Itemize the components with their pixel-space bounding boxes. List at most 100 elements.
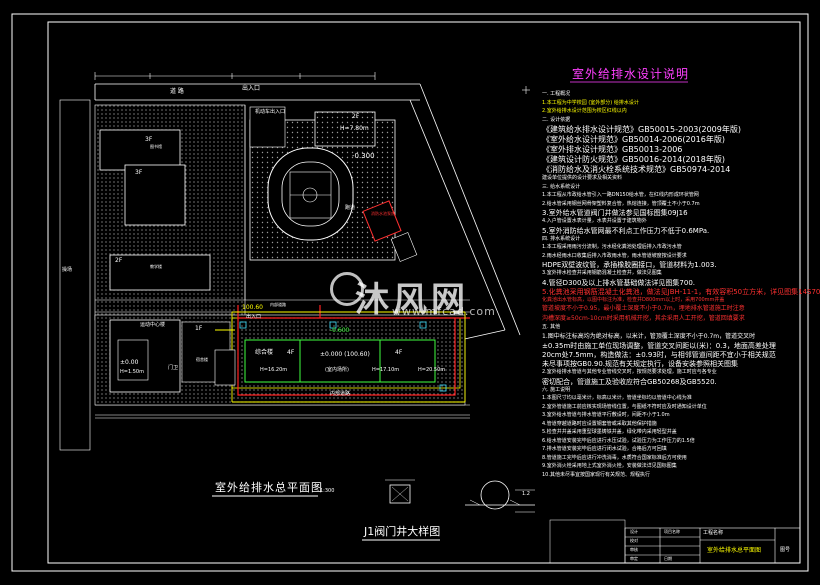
note-line: 2.室外给排水管道与其他专业管线交叉时，按规范要求处理，施工时应与各专业 <box>542 369 717 375</box>
note-line: 2.雨水经雨水口收集后排入市政雨水管，雨水管道坡度按设计要求 <box>542 252 687 259</box>
label-level-0600: -0.600 <box>330 327 350 334</box>
outer-frame <box>11 13 809 572</box>
note-line: ±0.35m时由施工单位现场调整，管道交叉间距以(米)：0.3，地面高差处理 <box>542 342 776 350</box>
note-line: 建设单位提供的设计要求及相关资料 <box>542 175 623 181</box>
label-gate-house: 门卫 <box>168 365 179 371</box>
note-line: 4.入户管设置水表计量，水表井设置于建筑物外 <box>542 218 647 224</box>
note-line: 六. 施工说明 <box>542 386 571 393</box>
note-line: 沟槽深度≥50cm-10cm时采用机械开挖，其余采用人工开挖，管道回填要求 <box>542 314 745 322</box>
label-motor-entrance: 机动车出入口 <box>255 109 286 115</box>
note-line: 未尽事项按GB0.90.规范有关规定执行，设备安装参照相关图集 <box>542 360 739 368</box>
track-inner <box>281 161 340 227</box>
label-level-0300: -0.300 <box>352 152 375 160</box>
label-sub-entrance: 出入口 <box>246 314 262 320</box>
note-line: 《消防给水及消火栓系统技术规范》GB50974-2014 <box>542 165 731 174</box>
note-line: 5.检查井井盖采用重型球墨铸铁井盖，绿化带内采用轻型井盖 <box>542 429 677 435</box>
label-main-entrance: 出入口 <box>242 85 261 92</box>
tb-sub: 项目名称 <box>664 529 680 534</box>
label-h1620: H=16.20m <box>260 367 288 373</box>
tb-row4: 审定 <box>630 556 638 561</box>
synth-bld <box>244 339 301 383</box>
label-4f: 4F <box>287 349 295 356</box>
note-line: 2.给水管采用钢丝网骨架塑料复合管，热熔连接，管顶覆土不小于0.7m <box>542 200 700 207</box>
pool <box>214 349 236 386</box>
dining-bld <box>379 339 436 383</box>
note-line: 二. 设计依据 <box>542 116 571 123</box>
note-line: 《建筑给水排水设计规范》GB50015-2003(2009年版) <box>542 125 741 134</box>
note-line: 1.图中标注标高均为绝对标高，以米计，管顶覆土深度不小于0.7m，管道交叉时 <box>542 332 756 340</box>
design-notes: 一. 工程概况 1.本工程为中学校园 (室外部分) 给排水设计 2.室外给排水设… <box>542 91 820 481</box>
watermark-url: www.mfcad.com <box>392 305 496 318</box>
label-inner-road: 内部道路 <box>270 302 286 307</box>
pump-room <box>362 200 402 242</box>
label-pm000: ±0.00 <box>120 359 139 366</box>
label-3f-left: 3F <box>145 136 153 143</box>
label-3f-left2: 3F <box>135 169 143 176</box>
tb-row2: 校对 <box>630 538 638 543</box>
note-line: 管道坡度不小于0.95，最小覆土深度不小于0.7m，埋地排水管道施工时注意 <box>542 305 745 312</box>
label-track: 跑道 <box>345 205 356 211</box>
note-line: 《室外排水设计规范》GB50013-2006 <box>542 145 683 154</box>
label-library: 图书馆 <box>150 144 162 149</box>
bld-3f-a <box>99 129 181 171</box>
label-center: 运动中心楼 <box>140 322 166 328</box>
label-1f: 1F <box>195 325 203 332</box>
tb-drawing: 室外给排水总平面图 <box>707 547 762 554</box>
note-line: 4.管道穿越道路时应设置钢套管或采取其他保护措施 <box>542 420 657 427</box>
top-dim-line <box>94 72 376 80</box>
note-line: 3.室外给水管道阀门井做法参见国标图集09J16 <box>542 209 688 217</box>
gate-house <box>249 106 286 148</box>
note-line: 3.室外排水检查井采用钢筋混凝土检查井，做法见图集 <box>542 270 662 276</box>
detail-title: J1阀门井大样图 <box>364 525 441 538</box>
bld-3f-b <box>124 164 186 226</box>
note-line: 三. 给水系统设计 <box>542 183 581 190</box>
label-2f-left: 2F <box>115 257 123 264</box>
note-line: 化粪池出水管标高，以图中标注为准，检查井D800mm以上时，采用700mm井盖 <box>542 296 725 303</box>
note-line: 1.本工程为中学校园 (室外部分) 给排水设计 <box>542 99 639 106</box>
note-line: 2.室外管道施工前应核实现场管线位置，与图纸不符时应及时通知设计单位 <box>542 403 707 410</box>
note-line: 6.给水管道安装完毕后应进行水压试验，试验压力为工作压力的1.5倍 <box>542 437 695 444</box>
note-line: 7.排水管道安装完毕后应进行闭水试验，合格后方可回填 <box>542 446 667 452</box>
note-line: 五. 其他 <box>542 324 561 330</box>
bld-small-a <box>390 232 418 262</box>
note-line: 《室外给水设计规范》GB50014-2006(2016年版) <box>542 135 725 144</box>
note-line: 5.室外消防给水管网最不利点工作压力不低于0.6MPa. <box>542 226 710 235</box>
top-road <box>94 83 420 101</box>
west-road <box>59 99 91 451</box>
watermark-logo-icon <box>330 272 364 306</box>
label-h1710: H=17.10m <box>372 367 400 373</box>
valve-well-detail <box>385 479 535 513</box>
tb-row1: 设计 <box>630 529 638 534</box>
label-inner-road2: 内部道路 <box>330 391 351 397</box>
indoor-bld <box>299 339 381 383</box>
label-2f-top: 2F <box>352 113 360 120</box>
label-dorm: 宿舍楼 <box>196 357 208 362</box>
watermark: 沐风网 <box>355 280 469 320</box>
label-teach: 教学楼 <box>150 264 162 269</box>
note-line: 5.化粪池采用钢筋混凝土化粪池，做法见JBH-11-1，有效容积50立方米，详见… <box>542 287 820 296</box>
note-line: 2.室外给排水设计范围为校区红线以内 <box>542 108 627 114</box>
inner-frame <box>47 21 801 564</box>
bld-2f-top <box>314 111 376 147</box>
note-line: 1.本图尺寸均以毫米计，标高以米计，管道坐标均以管道中心线为准 <box>542 395 692 401</box>
label-synth: 综合楼 <box>255 349 274 356</box>
note-line: 四. 排水系统设计 <box>542 235 581 242</box>
center-bld-inner <box>117 339 149 381</box>
drain-lines <box>215 311 466 403</box>
label-pm000-b: ±0.000 (100.60) <box>320 351 370 358</box>
note-line: 8.管道施工完毕后应进行冲洗消毒，水质符合国家标准后方可使用 <box>542 454 687 461</box>
compass <box>522 86 530 94</box>
notes-title: 室外给排水设计说明 <box>572 67 690 81</box>
bld-2f <box>109 254 211 291</box>
label-road-top: 道 路 <box>170 88 184 95</box>
label-level-10060: 100.60 <box>242 304 263 311</box>
label-indoor: (室内场所) <box>325 367 349 373</box>
tb-date: 日期 <box>664 556 672 561</box>
plan-scale: 1:300 <box>320 488 335 494</box>
note-line: 一. 工程概况 <box>542 91 571 97</box>
tb-row3: 审核 <box>630 547 638 552</box>
site-boundary <box>409 83 521 341</box>
note-line: 10.其他未尽事宜按国家现行有关规范、规程执行 <box>542 471 650 478</box>
label-hpool: H=1.50m <box>120 369 144 375</box>
label-playground-left: 操场 <box>62 267 73 273</box>
